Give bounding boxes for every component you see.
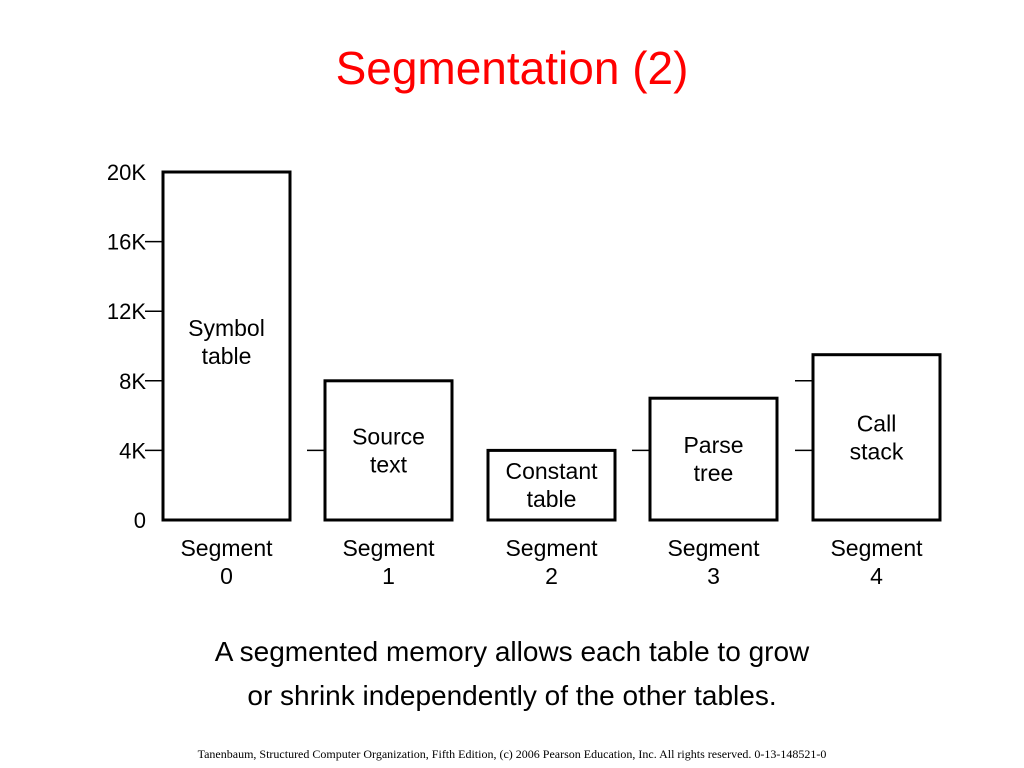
segment-4-content-line: Call	[857, 410, 897, 436]
segment-1-box	[323, 379, 454, 522]
axis-tick-label: 20K	[107, 160, 146, 185]
segment-1-label-line: 1	[382, 563, 395, 589]
caption: A segmented memory allows each table to …	[0, 630, 1024, 718]
segment-4-label-line: 4	[870, 563, 883, 589]
segment-0-content-line: table	[202, 343, 252, 369]
segment-3-content-line: Parse	[683, 432, 743, 458]
segment-2-label-line: 2	[545, 563, 558, 589]
axis-tick-label: 16K	[107, 230, 146, 255]
caption-line-2: or shrink independently of the other tab…	[247, 680, 777, 711]
segment-1-content-line: text	[370, 451, 408, 477]
segment-2-label-line: Segment	[505, 535, 598, 561]
segment-2-content-line: Constant	[505, 458, 598, 484]
segment-3-label-line: Segment	[667, 535, 760, 561]
segment-3-label-line: 3	[707, 563, 720, 589]
segment-4-label-line: Segment	[830, 535, 923, 561]
segment-0-box	[161, 170, 292, 522]
caption-line-1: A segmented memory allows each table to …	[214, 636, 810, 667]
segment-4-box	[811, 353, 942, 522]
axis-tick-label: 8K	[119, 369, 146, 394]
segment-4-content-line: stack	[850, 438, 904, 464]
axis-tick-label: 4K	[119, 438, 146, 463]
axis-tick-label: 12K	[107, 299, 146, 324]
segment-0-content-line: Symbol	[188, 315, 265, 341]
segment-1-content-line: Source	[352, 423, 425, 449]
footer-citation: Tanenbaum, Structured Computer Organizat…	[197, 747, 827, 761]
slide-title: Segmentation (2)	[335, 42, 689, 94]
segment-2-box	[486, 448, 617, 522]
segment-1-label-line: Segment	[342, 535, 435, 561]
segment-0-label-line: 0	[220, 563, 233, 589]
segmentation-diagram: 04K8K12K16K20KSymboltableSegment0Sourcet…	[107, 160, 942, 589]
axis-tick-label: 0	[134, 508, 146, 533]
segment-3-box	[648, 396, 779, 522]
segment-0-label-line: Segment	[180, 535, 273, 561]
segment-3-content-line: tree	[694, 460, 734, 486]
segment-2-content-line: table	[527, 486, 577, 512]
